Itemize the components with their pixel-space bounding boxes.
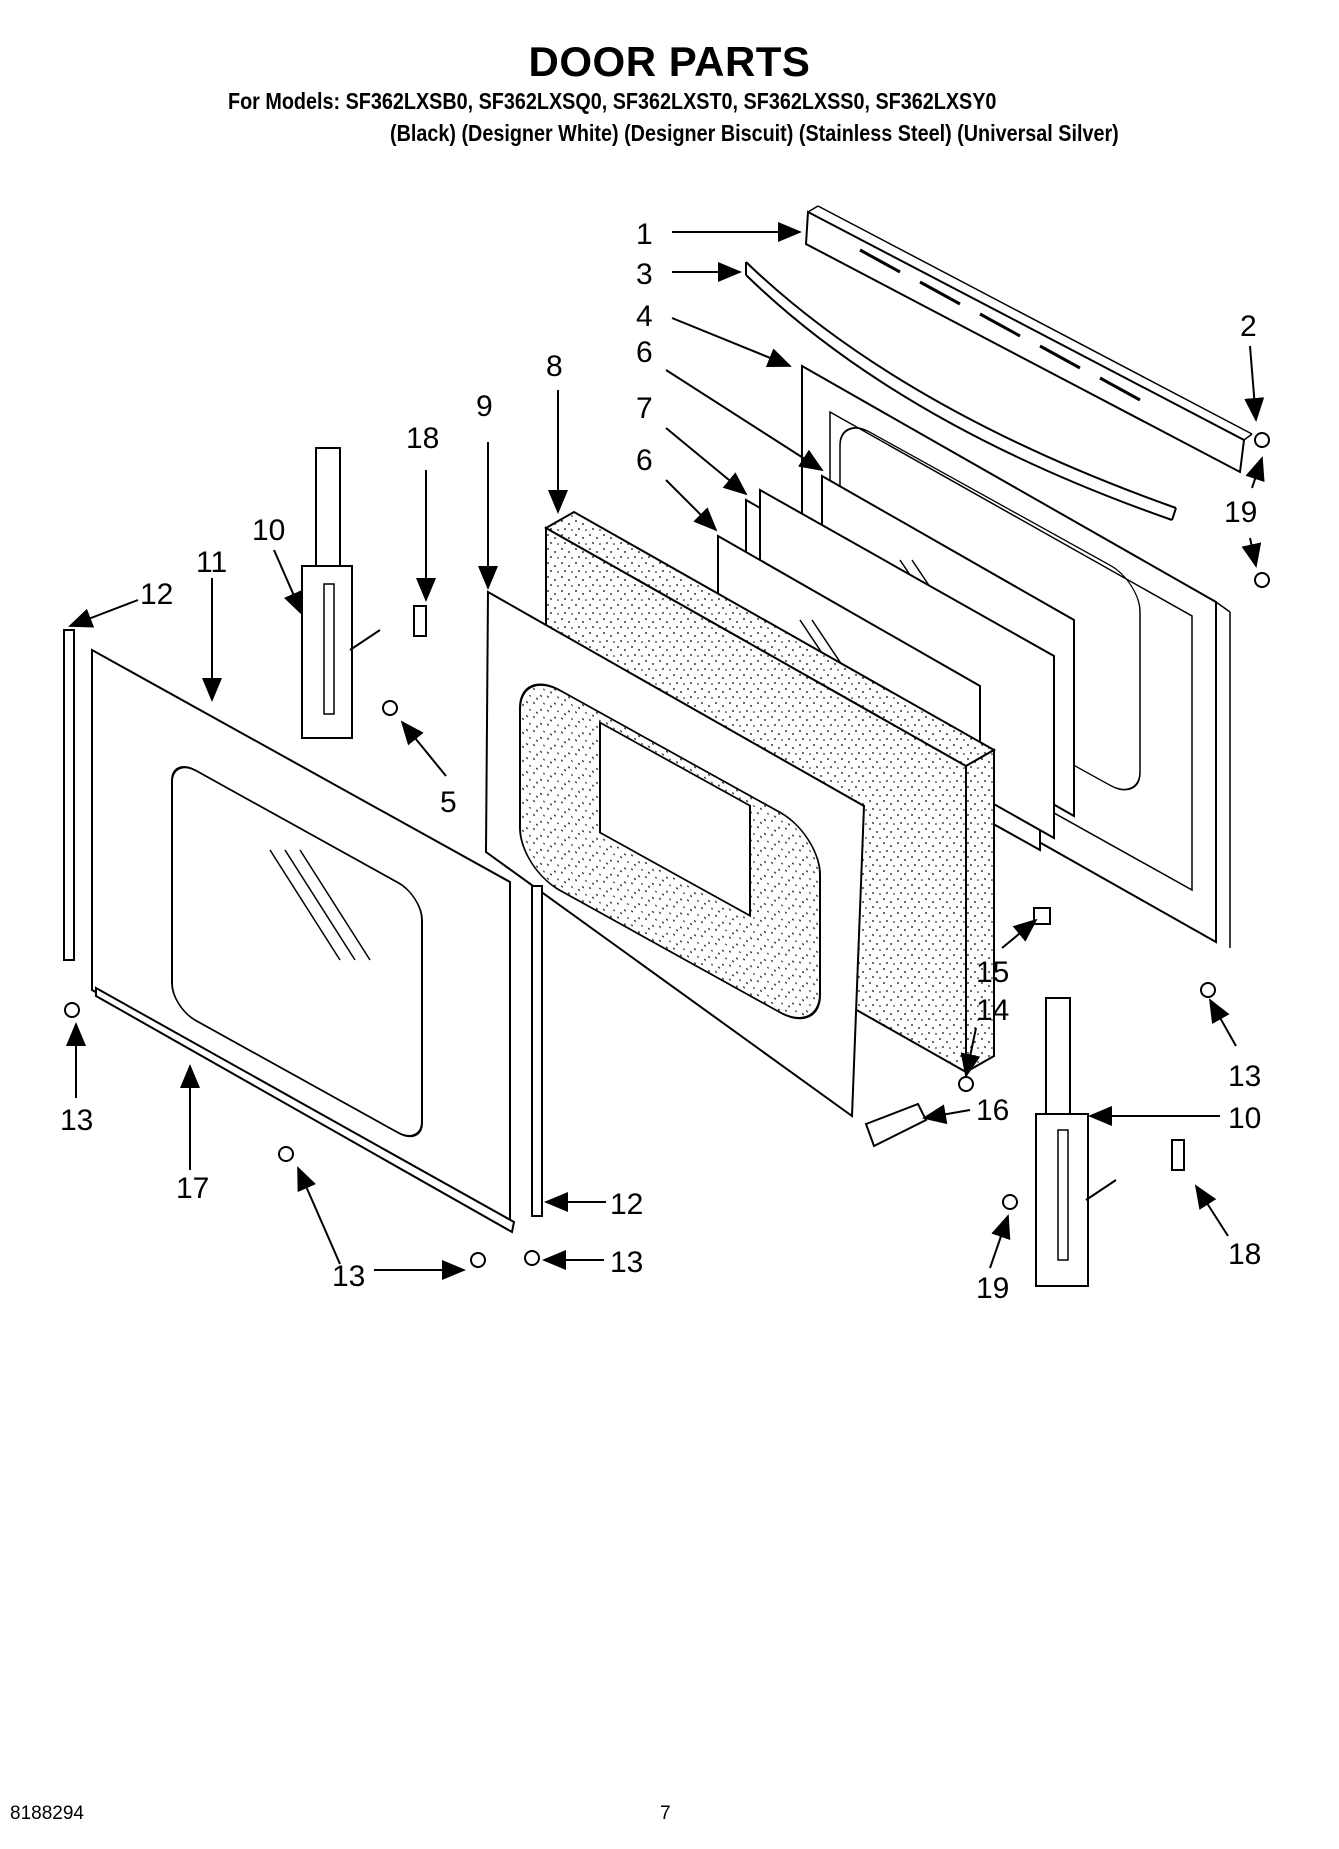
part-bracket (864, 1102, 928, 1148)
part-hinge-clip-right (1171, 1139, 1185, 1171)
part-door-liner (484, 590, 866, 1118)
callout-4: 4 (636, 300, 653, 333)
callout-3: 3 (636, 258, 653, 291)
models-line: For Models: SF362LXSB0, SF362LXSQ0, SF36… (228, 88, 997, 114)
callout-10-left: 10 (252, 514, 285, 547)
callout-2: 2 (1240, 310, 1257, 343)
part-top-vent-trim (804, 205, 1253, 474)
page-number: 7 (660, 1803, 671, 1824)
callout-1: 1 (636, 218, 653, 251)
callout-12-left: 12 (140, 578, 173, 611)
callout-9: 9 (476, 390, 493, 423)
part-bottom-trim (95, 986, 516, 1234)
document-number: 8188294 (10, 1803, 84, 1824)
callout-18-upper: 18 (406, 422, 439, 455)
callout-7: 7 (636, 392, 653, 425)
part-right-hinge (1035, 997, 1117, 1287)
callout-19-upper: 19 (1224, 496, 1257, 529)
callout-13-left: 13 (60, 1104, 93, 1137)
callout-14: 14 (976, 994, 1009, 1027)
callout-8: 8 (546, 350, 563, 383)
callout-13-bottom: 13 (332, 1260, 365, 1293)
callout-10-right: 10 (1228, 1102, 1261, 1135)
callout-16: 16 (976, 1094, 1009, 1127)
part-right-side-trim (531, 885, 543, 1217)
callout-6-upper: 6 (636, 336, 653, 369)
page-title: DOOR PARTS (528, 38, 811, 85)
callout-17: 17 (176, 1172, 209, 1205)
part-clip (1033, 907, 1051, 925)
part-left-hinge (301, 447, 381, 739)
leader-arrows (66, 222, 1265, 1280)
colors-line: (Black) (Designer White) (Designer Biscu… (390, 120, 1119, 146)
part-hinge-clip-left (413, 605, 427, 637)
callout-18-lower: 18 (1228, 1238, 1261, 1271)
callout-13-right: 13 (1228, 1060, 1261, 1093)
callout-15: 15 (976, 956, 1009, 989)
callout-12-right: 12 (610, 1188, 643, 1221)
screws (64, 432, 1270, 1268)
callout-6-lower: 6 (636, 444, 653, 477)
part-door-handle (745, 261, 1177, 521)
callout-13-center-right: 13 (610, 1246, 643, 1279)
callout-11: 11 (196, 546, 227, 579)
part-left-side-trim (63, 629, 75, 961)
callout-5: 5 (440, 786, 457, 819)
callout-19-lower: 19 (976, 1272, 1009, 1305)
